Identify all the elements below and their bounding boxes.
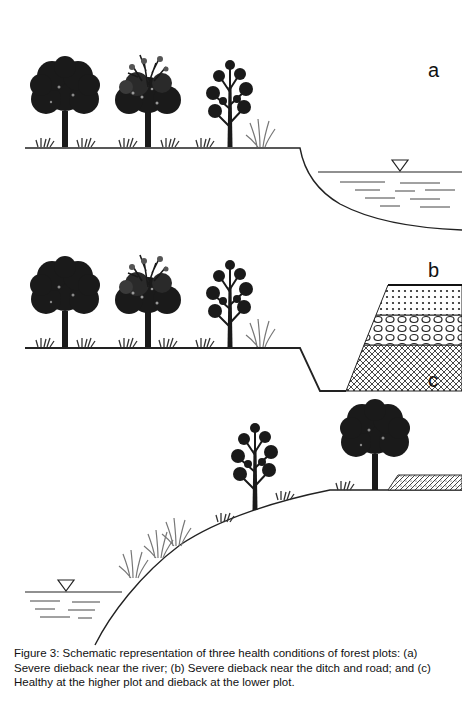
water-surface — [25, 591, 122, 592]
water-level-symbol — [392, 160, 408, 171]
tall-grass — [144, 530, 173, 558]
healthy-tree — [30, 256, 100, 347]
grass-tuft — [336, 481, 354, 490]
figure-caption: Figure 3: Schematic representation of th… — [14, 646, 450, 690]
panel-c-slope — [25, 399, 462, 645]
water-dashes — [30, 601, 100, 618]
ground-slope — [95, 490, 462, 645]
water-dashes — [340, 182, 455, 207]
grass-tuft — [161, 138, 179, 147]
grass-tuft — [77, 138, 95, 147]
dieback-tree — [231, 423, 278, 510]
grass-tuft — [196, 338, 214, 347]
panel-letter: c — [428, 370, 438, 390]
panel-letter: b — [428, 260, 439, 280]
dead-tree — [206, 60, 253, 147]
water-surface — [318, 171, 462, 172]
road-top — [388, 284, 462, 286]
road-gravel-layer — [364, 315, 462, 345]
tall-grass — [246, 119, 275, 147]
panel-letter: a — [428, 60, 439, 80]
healthy-tree — [340, 399, 410, 490]
water-level-symbol — [58, 580, 74, 591]
grass-tuft — [276, 491, 294, 500]
grass-tuft — [196, 138, 214, 147]
road-base-layer — [346, 345, 462, 391]
road-block — [388, 475, 462, 490]
grass-tuft — [216, 513, 234, 522]
ground-ditch — [25, 348, 346, 391]
grass-tuft — [119, 338, 137, 347]
panel-a-river — [25, 55, 462, 230]
grass-tuft — [36, 338, 54, 347]
dieback-tree — [115, 255, 181, 347]
dieback-tree — [115, 55, 181, 147]
road-surface-layer — [376, 285, 462, 315]
panel-b-ditch-road — [25, 255, 462, 391]
grass-tuft — [119, 138, 137, 147]
grass-tuft — [36, 138, 54, 147]
grass-tuft — [77, 338, 95, 347]
healthy-tree — [30, 56, 100, 147]
tall-grass — [162, 518, 191, 546]
tall-grass — [119, 550, 148, 578]
dead-tree — [206, 260, 253, 347]
tall-grass — [246, 319, 275, 347]
grass-tuft — [159, 338, 177, 347]
ground-riverbank — [25, 148, 462, 230]
